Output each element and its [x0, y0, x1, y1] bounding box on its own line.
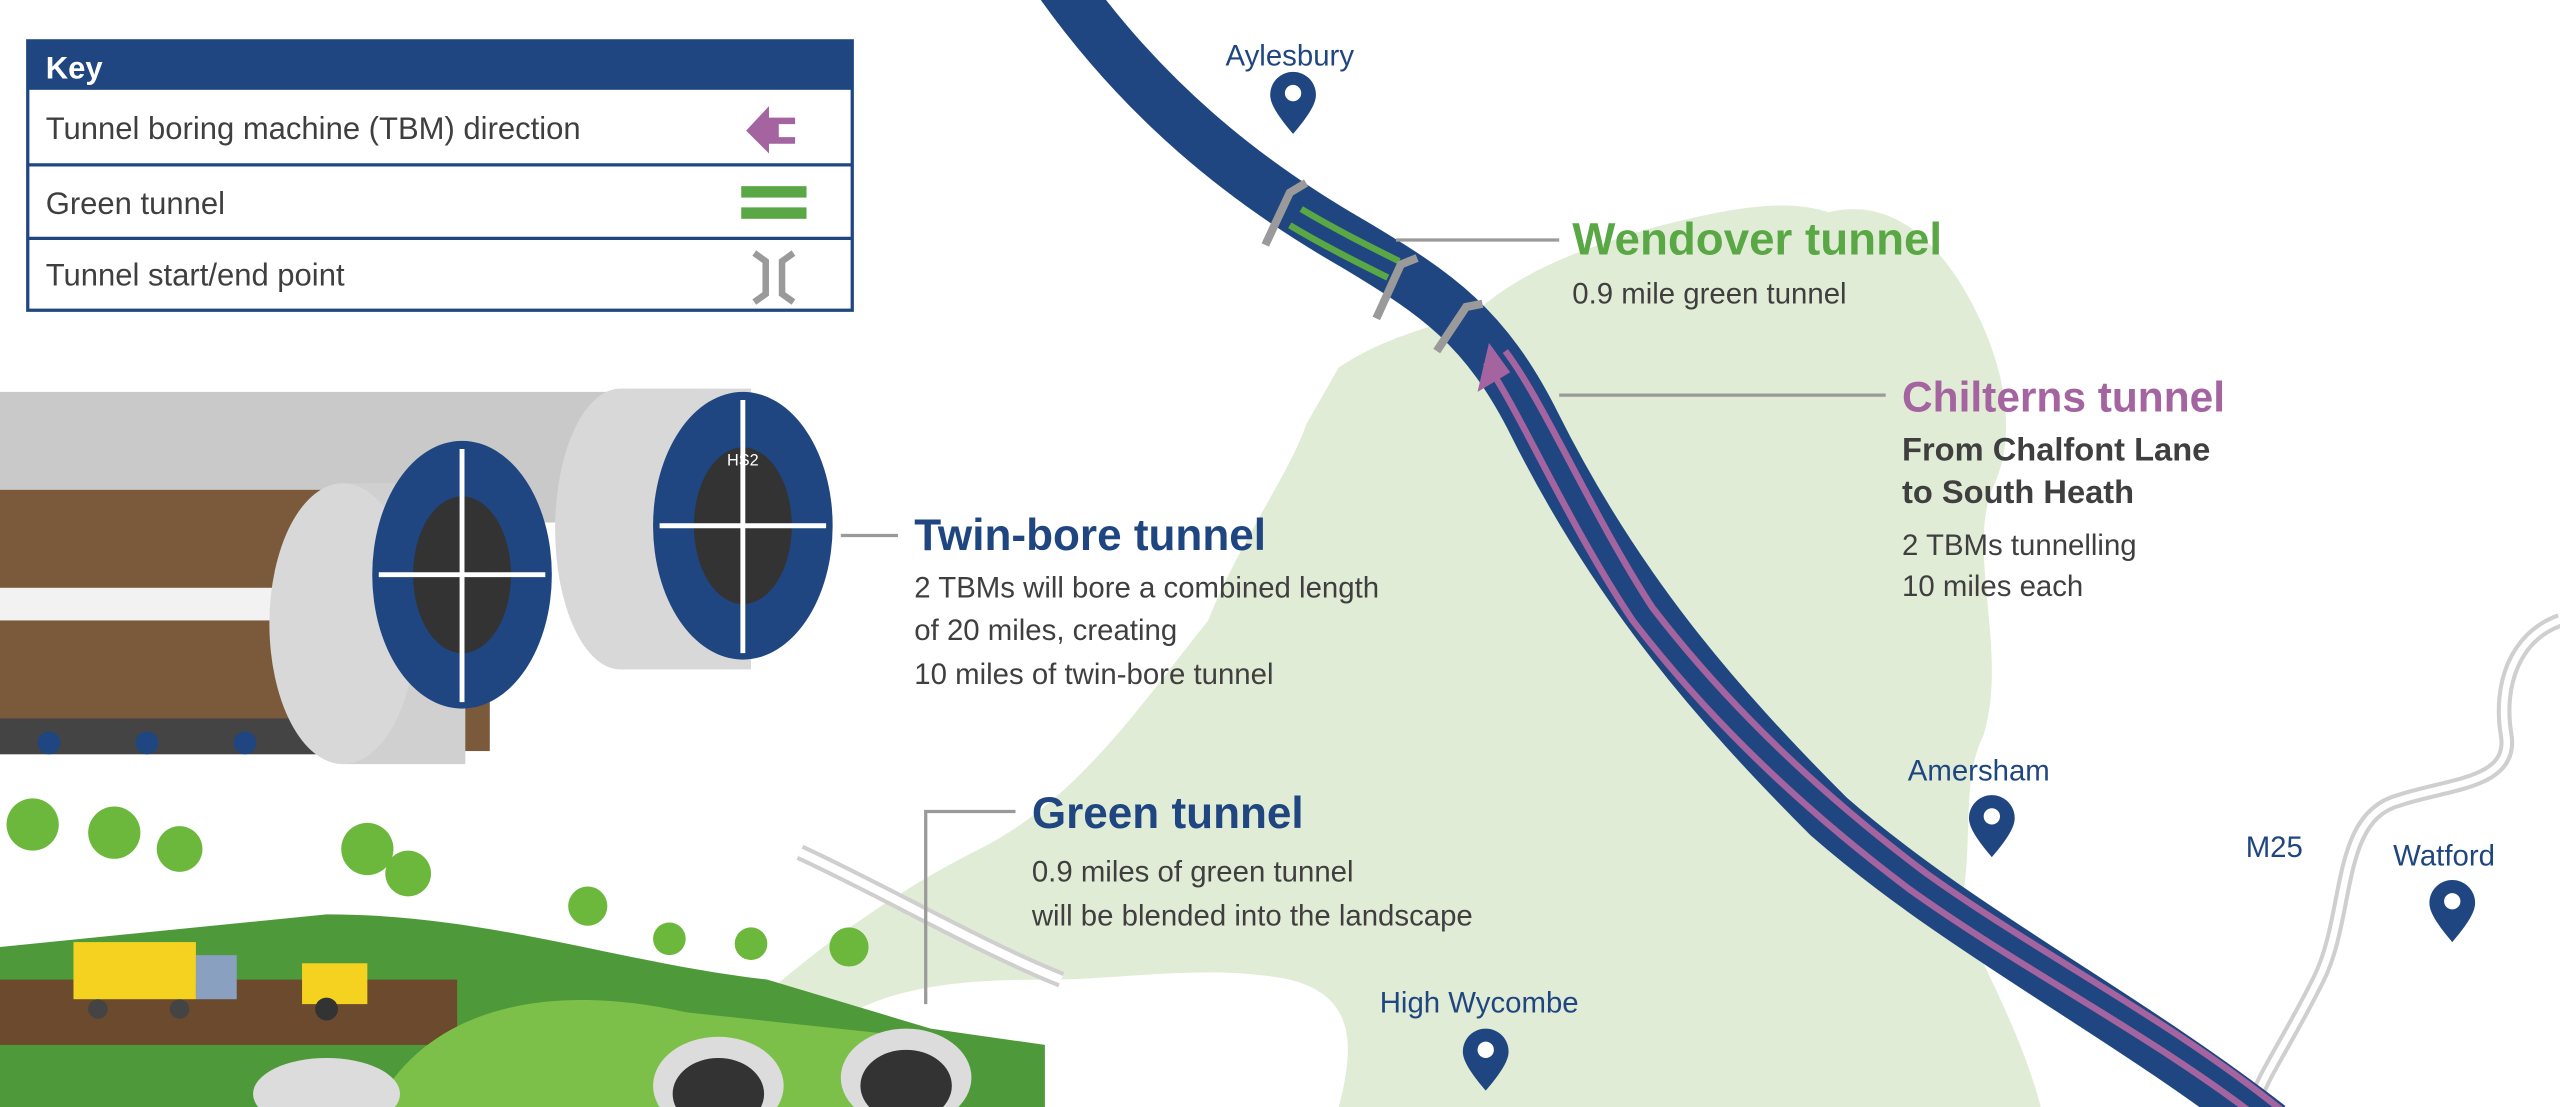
place-high-wycombe: High Wycombe	[1380, 986, 1579, 1019]
wendover-title: Wendover tunnel	[1572, 214, 1942, 265]
chilterns-sub-2: to South Heath	[1902, 473, 2134, 510]
key-title: Key	[46, 50, 104, 85]
purple-arrow-icon	[746, 106, 796, 154]
chilterns-desc-1: 2 TBMs tunnelling	[1902, 529, 2137, 562]
chilterns-area	[653, 205, 2041, 1107]
chilterns-tbm-path-2	[1502, 349, 2283, 1107]
wendover-green-tunnel-1	[1288, 222, 1390, 281]
key-item-label: Tunnel start/end point	[46, 258, 345, 293]
loader	[302, 963, 368, 1005]
green-double-line-icon	[741, 186, 807, 219]
leader-lines	[840, 238, 1886, 1005]
wendover-desc: 0.9 mile green tunnel	[1572, 278, 1846, 311]
truck	[73, 942, 196, 1000]
green-tunnel-line: will be blended into the landscape	[1031, 900, 1473, 933]
chilterns-desc-2: 10 miles each	[1902, 570, 2083, 603]
twinbore-line: 10 miles of twin-bore tunnel	[914, 658, 1273, 691]
tbm-direction-arrow	[1477, 342, 1511, 392]
key-item-label: Green tunnel	[46, 186, 225, 221]
hs2-route	[1040, 0, 2286, 1107]
hs2-logo: HS2	[727, 451, 759, 469]
bracket-icon	[752, 250, 796, 305]
bracket-icon	[1261, 179, 1484, 354]
twinbore-line: of 20 miles, creating	[914, 614, 1177, 647]
trees	[6, 798, 869, 967]
green-tunnel-title: Green tunnel	[1032, 789, 1304, 838]
pin-icon	[1270, 71, 2476, 1091]
twinbore-line: 2 TBMs will bore a combined length	[914, 572, 1379, 605]
landscape-illustration	[0, 798, 1045, 1107]
twinbore-title: Twin-bore tunnel	[914, 511, 1266, 560]
green-tunnel-line: 0.9 miles of green tunnel	[1032, 856, 1354, 889]
road-m25: M25	[2246, 831, 2303, 864]
local-road-inner	[798, 848, 1063, 984]
wendover-green-tunnel-2	[1299, 206, 1401, 265]
key-legend: Key Tunnel boring machine (TBM) directio…	[26, 39, 854, 312]
chilterns-title: Chilterns tunnel	[1902, 373, 2225, 420]
m25-road-inner	[2249, 617, 2560, 1107]
key-item-label: Tunnel boring machine (TBM) direction	[46, 111, 581, 146]
place-amersham: Amersham	[1908, 754, 2050, 787]
chilterns-tbm-path-1	[1483, 360, 2250, 1107]
tbm-illustration: HS2	[0, 388, 833, 765]
place-aylesbury: Aylesbury	[1226, 39, 1355, 72]
chilterns-sub-1: From Chalfont Lane	[1902, 430, 2210, 467]
place-watford: Watford	[2393, 839, 2495, 872]
